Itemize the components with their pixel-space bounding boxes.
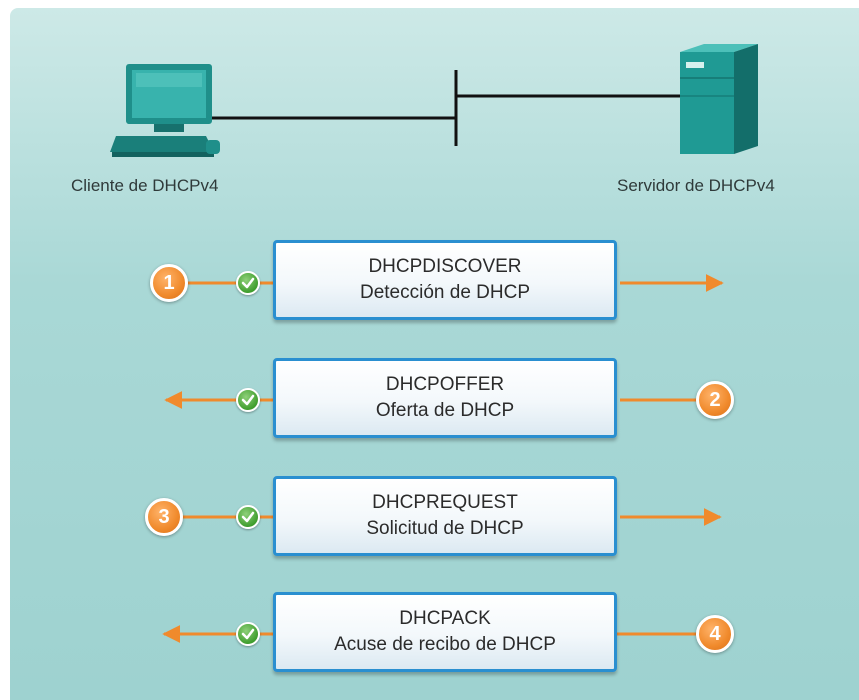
step-badge-3: 3 [145,498,183,536]
message-name: DHCPOFFER [385,374,505,395]
step-badge-1: 1 [150,264,188,302]
message-name: DHCPDISCOVER [368,256,522,277]
server-tower-icon [680,44,758,154]
message-box-request: DHCPREQUEST Solicitud de DHCP [273,476,617,556]
message-description: Solicitud de DHCP [366,518,524,539]
step-badge-4: 4 [696,615,734,653]
desktop-computer-icon [110,64,220,157]
client-label: Cliente de DHCPv4 [71,176,219,195]
message-box-offer: DHCPOFFER Oferta de DHCP [273,358,617,438]
message-name: DHCPREQUEST [372,492,518,513]
message-description: Acuse de recibo de DHCP [334,634,556,655]
server-label: Servidor de DHCPv4 [617,176,775,195]
message-description: Oferta de DHCP [375,400,515,421]
step-badge-2: 2 [696,381,734,419]
message-name: DHCPACK [399,608,491,629]
message-description: Detección de DHCP [359,282,531,303]
check-circle-icon [236,271,260,295]
message-box-discover: DHCPDISCOVER Detección de DHCP [273,240,617,320]
message-box-ack: DHCPACK Acuse de recibo de DHCP [273,592,617,672]
check-circle-icon [236,622,260,646]
check-circle-icon [236,388,260,412]
check-circle-icon [236,505,260,529]
